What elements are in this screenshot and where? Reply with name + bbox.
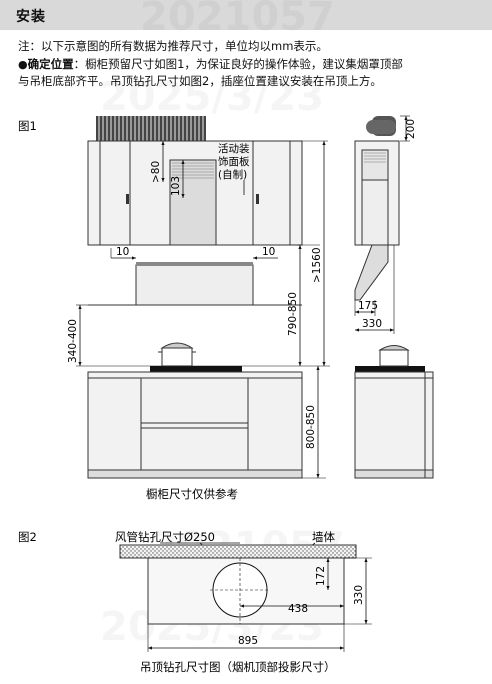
dim-895: 895 bbox=[238, 635, 258, 647]
watermark-2: 2025/3/23 bbox=[100, 74, 324, 120]
wall-hatch bbox=[119, 544, 357, 559]
dim-340-400: 340-400 bbox=[67, 319, 79, 363]
fig1-label: 图1 bbox=[18, 119, 37, 133]
dim-103: 103 bbox=[170, 176, 182, 196]
panel-label-1: 活动装 bbox=[218, 142, 250, 155]
side-view bbox=[354, 115, 434, 479]
cooktop-pot bbox=[150, 342, 242, 372]
chimney-cover bbox=[169, 159, 217, 246]
bullet-icon: ● bbox=[18, 58, 28, 71]
lower-cabinet bbox=[87, 371, 303, 479]
dim-800-850: 800-850 bbox=[305, 405, 317, 449]
section-header: 安装 bbox=[0, 0, 492, 30]
dim-172: 172 bbox=[315, 566, 327, 586]
panel-label-2: 饰面板 bbox=[218, 155, 250, 168]
position-line-2: 与吊柜底部齐平。吊顶钻孔尺寸如图2，插座位置建议安装在吊顶上方。 bbox=[18, 74, 382, 88]
dim-330-ceiling: 330 bbox=[353, 585, 365, 605]
dim-gt80: >80 bbox=[150, 161, 162, 183]
fig1-caption: 橱柜尺寸仅供参考 bbox=[146, 487, 238, 501]
fig2-caption: 吊顶钻孔尺寸图（烟机顶部投影尺寸） bbox=[140, 660, 336, 674]
position-text-1: ：橱柜预留尺寸如图1，为保证良好的操作体验，建议集烟罩顶部 bbox=[73, 57, 403, 71]
dim-790-850: 790-850 bbox=[287, 292, 299, 336]
range-hood bbox=[135, 264, 254, 306]
section-title: 安装 bbox=[16, 9, 46, 25]
dim-175: 175 bbox=[358, 300, 378, 312]
dim-438: 438 bbox=[288, 603, 308, 615]
dim-200: 200 bbox=[405, 119, 417, 139]
duct-hole-label: 风管钻孔尺寸Ø250 bbox=[115, 530, 215, 544]
position-line-1: ●确定位置：橱柜预留尺寸如图1，为保证良好的操作体验，建议集烟罩顶部 bbox=[18, 56, 403, 73]
dim-10-right: 10 bbox=[262, 246, 275, 258]
position-label: 确定位置 bbox=[27, 57, 74, 71]
duct-hose bbox=[96, 116, 206, 160]
watermark-1: 2021057 bbox=[140, 0, 335, 40]
fig2-label: 图2 bbox=[18, 530, 37, 544]
note-text: 注：以下示意图的所有数据为推荐尺寸，单位均以mm表示。 bbox=[18, 39, 328, 53]
dim-330-side: 330 bbox=[362, 318, 382, 330]
panel-label-3: (自制) bbox=[218, 168, 247, 181]
dim-10-left: 10 bbox=[116, 246, 129, 258]
wall-label: 墙体 bbox=[312, 530, 335, 544]
dim-gt1560: >1560 bbox=[311, 247, 323, 283]
